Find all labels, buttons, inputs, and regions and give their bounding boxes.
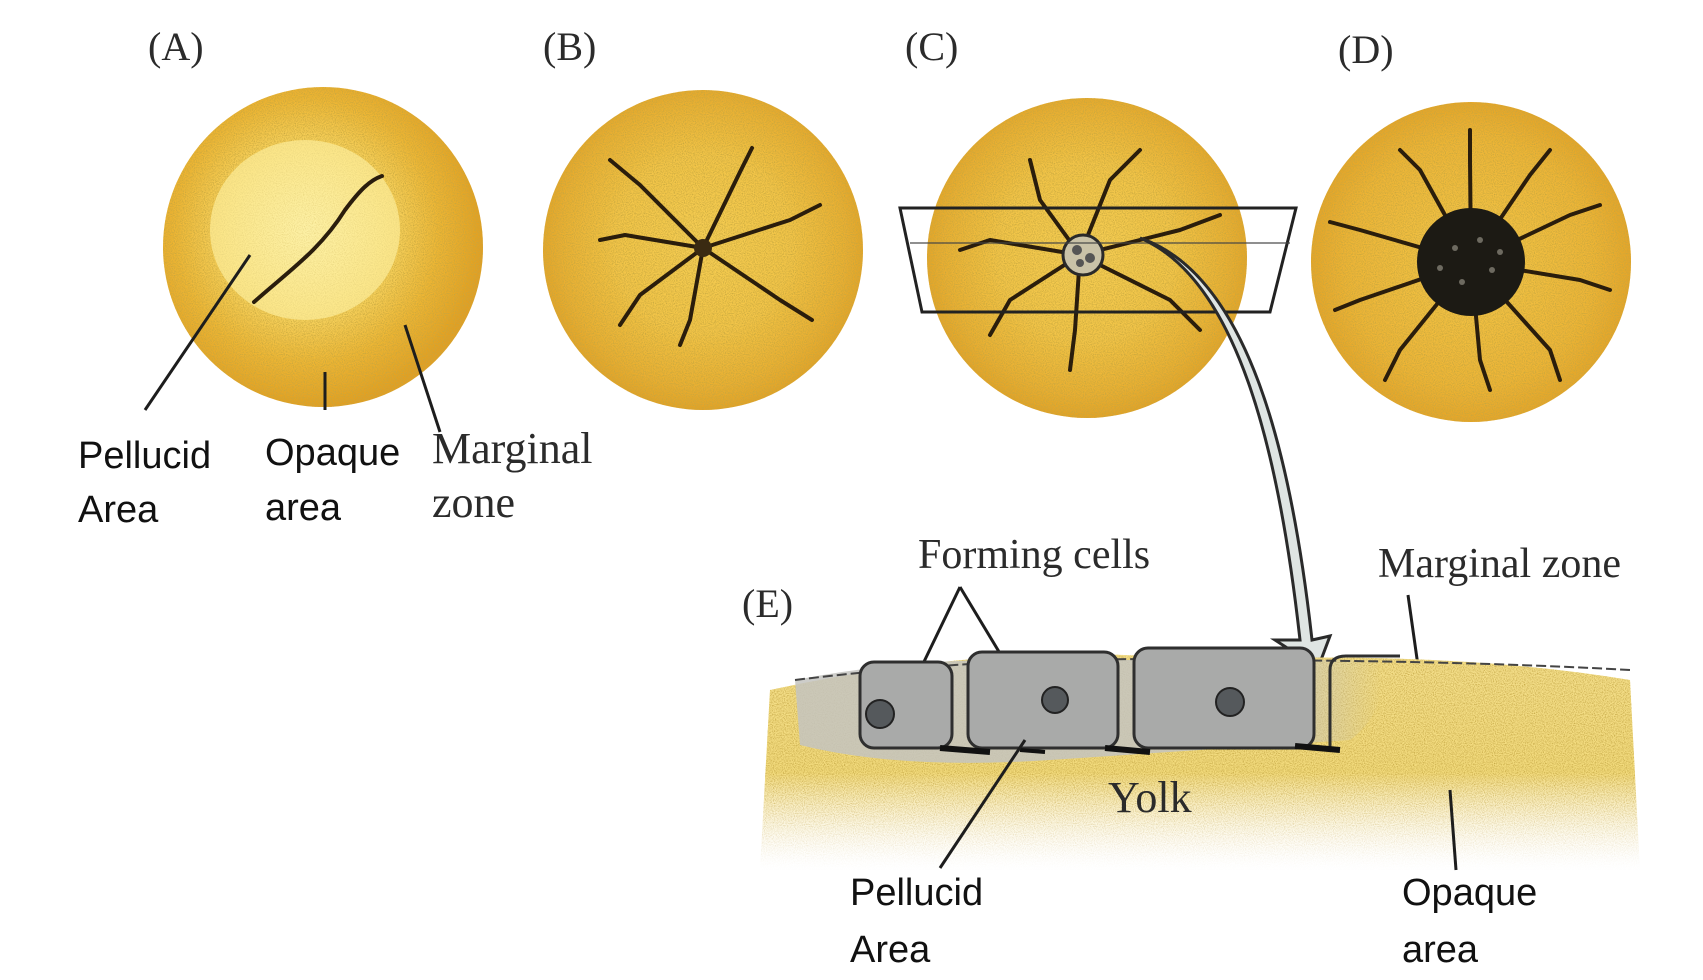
- disc-a: [163, 87, 483, 407]
- section-e: [760, 648, 1640, 870]
- label-opaque-e-line1: Opaque: [1402, 872, 1537, 914]
- disc-c: [900, 98, 1296, 418]
- label-marginal-a-line2: zone: [432, 478, 515, 527]
- disc-d: [1311, 102, 1631, 422]
- disc-b: [543, 90, 863, 410]
- label-yolk: Yolk: [1108, 773, 1192, 822]
- panel-label-e: (E): [742, 581, 793, 626]
- label-opaque-a-line1: Opaque: [265, 432, 400, 474]
- leader-forming-1: [920, 587, 960, 670]
- label-pellucid-e-line2: Area: [850, 929, 931, 971]
- panel-label-a: (A): [148, 24, 204, 69]
- label-opaque-a-line2: area: [265, 487, 342, 529]
- central-cells-c: [1063, 235, 1103, 275]
- nucleus-2: [1042, 687, 1068, 713]
- label-marginal-zone-e: Marginal zone: [1378, 541, 1621, 587]
- panel-label-b: (B): [543, 24, 596, 69]
- label-marginal-a-line1: Marginal: [432, 424, 593, 473]
- nucleus-3: [1216, 688, 1244, 716]
- label-pellucid-a-line2: Area: [78, 489, 159, 531]
- label-pellucid-e-line1: Pellucid: [850, 872, 983, 914]
- pellucid-area-a: [210, 140, 400, 320]
- panel-label-d: (D): [1338, 27, 1394, 72]
- label-forming-cells: Forming cells: [918, 532, 1150, 578]
- blastoderm-d: [1417, 208, 1525, 316]
- label-opaque-e-line2: area: [1402, 929, 1479, 971]
- label-pellucid-a-line1: Pellucid: [78, 435, 211, 477]
- nucleus-1: [866, 700, 894, 728]
- panel-label-c: (C): [905, 24, 958, 69]
